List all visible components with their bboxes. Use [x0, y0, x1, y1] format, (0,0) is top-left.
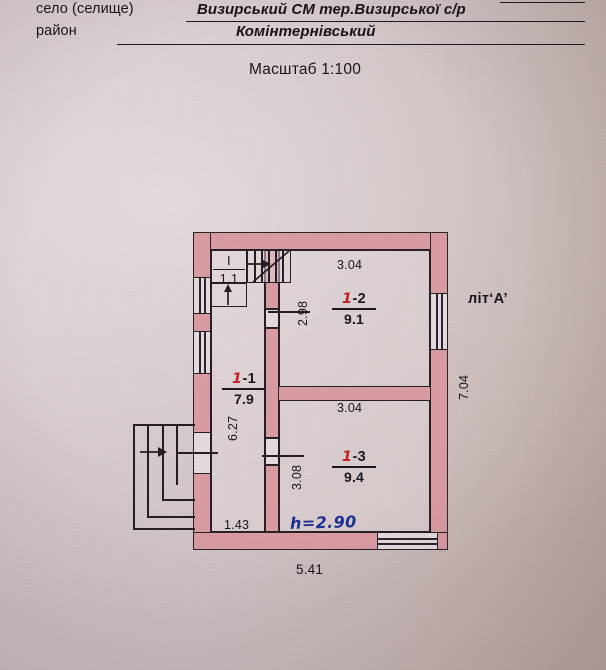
building-letter-annotation: літ‘A’: [468, 291, 508, 307]
room-label-1-2: 1-2 9.1: [332, 292, 376, 326]
porch-step-2: [162, 424, 164, 500]
door-opening-partition-lower: [265, 438, 279, 465]
window-bottom: [377, 532, 438, 550]
room-I-area: 1.1: [219, 271, 239, 287]
porch-step-3: [176, 424, 178, 485]
field-label-settlement: село (селище): [36, 1, 134, 17]
stair-tread-1: [254, 251, 256, 282]
room-1-3-suffix: -3: [352, 449, 366, 465]
room-label-I: I 1.1: [213, 254, 245, 285]
porch-step-1: [147, 424, 149, 517]
porch-step-1-return: [147, 516, 195, 518]
dim-tick-left-room: [176, 452, 218, 454]
stair-tread-4: [275, 251, 277, 282]
dimension-overall-width: 5.41: [296, 562, 324, 577]
dimension-upper-partition-height: 2.98: [296, 300, 310, 326]
stair-break-line-icon: [252, 250, 290, 283]
porch-outline-top: [133, 424, 195, 426]
dimension-overall-height: 7.04: [457, 374, 471, 400]
wall-partition-vertical-middle: [265, 328, 279, 438]
field-value-district: Комінтернівський: [236, 23, 376, 40]
dim-tick-upper-partition: [268, 311, 310, 313]
field-label-district: район: [36, 23, 77, 39]
room-outline-1-2: [279, 250, 430, 387]
dimension-lower-partition-height: 3.08: [290, 464, 304, 490]
porch-entry-arrow-icon: [140, 447, 167, 457]
room-label-1-3: 1-3 9.4: [332, 450, 376, 484]
scale-note: Масштаб 1:100: [249, 61, 362, 78]
window-right-mullion-b: [441, 294, 443, 349]
window-left-lower: [193, 331, 211, 374]
entry-direction-arrow-icon: [224, 284, 232, 305]
stair-direction-arrow-icon: [246, 260, 271, 268]
room-1-2-area: 9.1: [343, 310, 365, 327]
room-outline-I: [211, 250, 247, 283]
stair-tread-2: [261, 251, 263, 282]
wall-exterior-right: [430, 232, 448, 550]
stair-tread-5: [282, 251, 284, 282]
room-1-3-area: 9.4: [343, 468, 365, 485]
stair-tread-3: [268, 251, 270, 282]
wall-exterior-top: [193, 232, 448, 250]
room-1-1-suffix: -1: [242, 371, 256, 387]
field-value-settlement: Визирський СМ тер.Визирської с/р: [197, 1, 466, 18]
field-rule-district: [117, 44, 585, 45]
porch-outline-bottom: [133, 528, 195, 530]
room-1-2-number: 1: [342, 291, 353, 307]
window-bottom-mullion-a: [378, 538, 437, 540]
window-left-lower-mullion-b: [204, 332, 206, 373]
window-left-upper-mullion-a: [199, 278, 201, 313]
room-1-1-area: 7.9: [233, 390, 255, 407]
window-left-lower-mullion-a: [199, 332, 201, 373]
wall-partition-vertical-bottom: [265, 465, 279, 532]
dim-tick-lower-partition: [262, 455, 304, 457]
dimension-top-room-width: 3.04: [337, 258, 363, 272]
dimension-left-room-bottom-width: 1.43: [224, 518, 250, 532]
dimension-left-room-height: 6.27: [226, 415, 240, 441]
room-1-3-number: 1: [342, 449, 353, 465]
window-left-upper-mullion-b: [204, 278, 206, 313]
field-rule-settlement-upper: [500, 2, 585, 3]
door-opening-partition-upper: [265, 309, 279, 328]
porch-step-2-return: [162, 499, 195, 501]
field-rule-settlement: [186, 21, 585, 22]
ceiling-height-annotation: h=2.90: [289, 512, 357, 533]
window-bottom-mullion-b: [378, 543, 437, 545]
room-1-2-suffix: -2: [352, 291, 366, 307]
window-left-upper: [193, 277, 211, 314]
window-right: [430, 293, 448, 350]
wall-partition-horizontal: [279, 387, 430, 400]
room-I-number: I: [227, 253, 231, 268]
room-1-1-number: 1: [232, 371, 243, 387]
dimension-bottom-room-width: 3.04: [337, 401, 363, 415]
room-label-1-1: 1-1 7.9: [222, 372, 266, 406]
porch-outline-left: [133, 424, 135, 530]
window-right-mullion-a: [436, 294, 438, 349]
